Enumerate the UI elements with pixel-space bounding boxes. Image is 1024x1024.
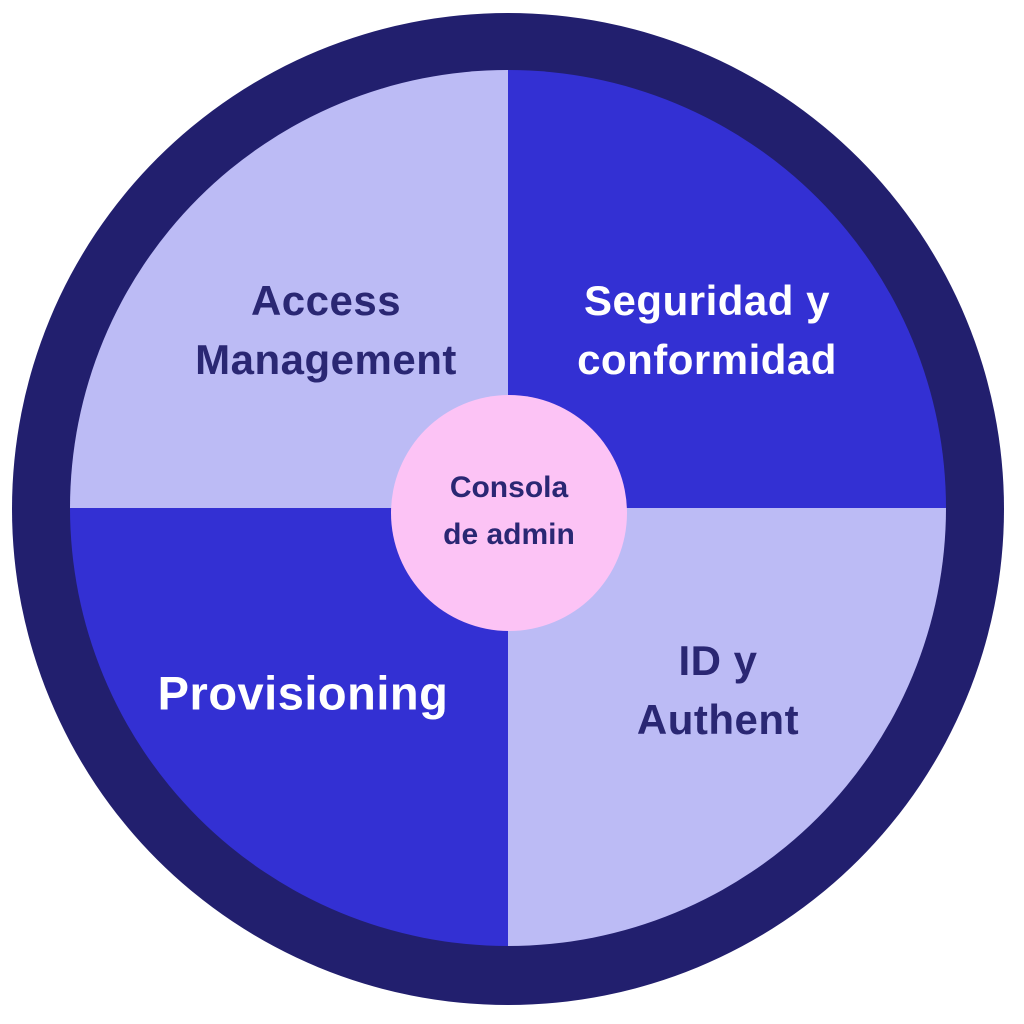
label-access-management: Access Management [195, 277, 457, 383]
label-consola-de-admin: Consola de admin [443, 471, 575, 551]
center-circle: Consola de admin [391, 395, 627, 631]
label-provisioning: Provisioning [157, 666, 449, 720]
label-id-authent: ID y Authent [636, 637, 800, 743]
label-seguridad-conformidad: Seguridad y conformidad [577, 277, 837, 383]
